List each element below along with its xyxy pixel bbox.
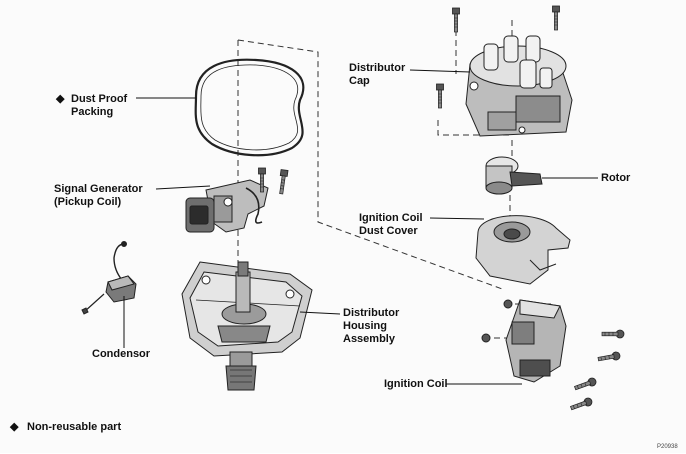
distributor-housing-part <box>181 261 313 391</box>
dust-proof-packing <box>194 58 305 157</box>
ignition-coil-part <box>481 299 625 413</box>
leader-lines <box>123 69 598 385</box>
label-signal-generator: Signal Generator (Pickup Coil) <box>54 183 143 208</box>
ignition-coil-dust-cover-part <box>475 215 571 285</box>
condensor-part <box>81 241 137 315</box>
label-distributor-cap: Distributor Cap <box>349 62 406 87</box>
label-ignition-coil: Ignition Coil <box>384 378 448 390</box>
legend-text: Non-reusable part <box>27 421 122 433</box>
label-dust-proof-packing: Dust Proof Packing <box>71 93 128 118</box>
distributor-cap-part <box>436 5 573 137</box>
figure-code: P20938 <box>657 444 678 450</box>
label-ignition-coil-dust-cover: Ignition Coil Dust Cover <box>359 212 423 237</box>
label-distributor-housing-assembly: Distributor Housing Assembly <box>343 307 400 345</box>
label-condensor: Condensor <box>92 348 151 360</box>
non-reusable-marker: ◆ <box>56 93 65 105</box>
rotor-part <box>485 156 543 195</box>
legend-symbol: ◆ <box>10 421 19 433</box>
signal-generator-part <box>185 167 289 233</box>
label-rotor: Rotor <box>601 172 631 184</box>
